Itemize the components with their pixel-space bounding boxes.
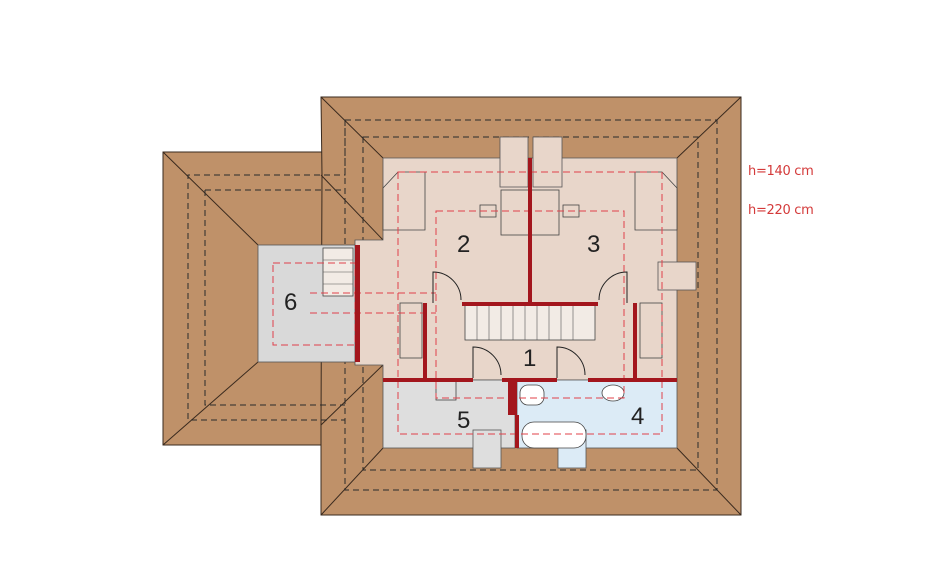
walls — [355, 158, 677, 448]
wall-2-3 — [528, 158, 532, 303]
doors — [432, 271, 628, 378]
sink — [601, 384, 625, 402]
wall-corridor-left — [423, 303, 427, 380]
stair-treads — [323, 259, 574, 340]
wall-bottom-left — [383, 378, 473, 382]
chimney-right — [532, 136, 563, 188]
room-number-3: 3 — [587, 231, 600, 258]
wall-bottom-mid — [502, 378, 557, 382]
door-room-5 — [472, 346, 502, 378]
stair-flight — [464, 304, 596, 341]
room-number-1: 1 — [523, 345, 536, 372]
bed-room-2 — [382, 171, 426, 231]
washing-machine — [435, 379, 457, 401]
bed-room-3 — [634, 171, 678, 231]
legend-h140: h=140 cm — [748, 164, 814, 179]
toilet — [519, 384, 545, 406]
skylight-3 — [657, 261, 697, 291]
room-number-5: 5 — [457, 407, 470, 434]
chimney-left — [499, 136, 529, 188]
door-room-2 — [432, 271, 462, 303]
wall-wing — [355, 245, 360, 362]
floor-upper — [354, 157, 678, 381]
wardrobe-left — [399, 302, 423, 359]
room-number-4: 4 — [631, 403, 644, 430]
room-number-2: 2 — [457, 231, 470, 258]
hip-lines — [162, 96, 742, 516]
wardrobe-right — [639, 302, 663, 359]
wall-stair-top — [462, 302, 598, 306]
bathtub — [521, 421, 587, 449]
wall-bottom-right — [588, 378, 677, 382]
room-number-6: 6 — [284, 289, 297, 316]
floor-areas — [257, 136, 697, 469]
wall-4-5 — [508, 380, 517, 415]
skylight-5 — [472, 429, 502, 469]
wall-4-5-lower — [515, 415, 519, 448]
legend-h220: h=220 cm — [748, 203, 814, 218]
wall-corridor-right — [633, 303, 637, 380]
roof-dashed-lines — [187, 119, 718, 491]
door-room-3 — [598, 271, 628, 303]
door-room-4 — [556, 346, 586, 378]
